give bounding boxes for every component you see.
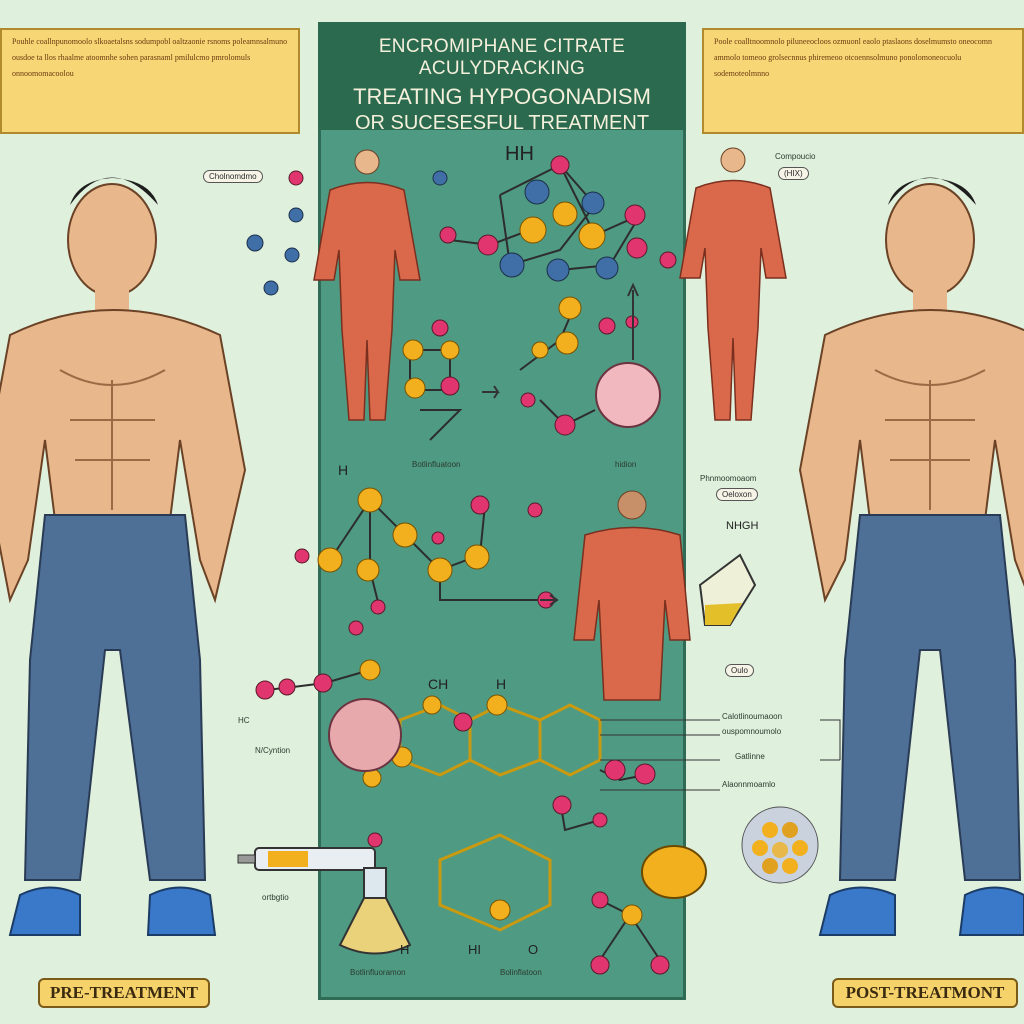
- top-right-label: Compoucio: [775, 152, 816, 161]
- mid-caption: hidion: [615, 460, 637, 469]
- h-left-label: H: [338, 462, 349, 478]
- left-hc-label: HC: [238, 716, 250, 725]
- beaker-icon: [698, 553, 757, 626]
- mid-left-caption: Botlinfluatoon: [412, 460, 461, 469]
- cell-cluster-icon: [328, 698, 402, 772]
- molecule-icon: [246, 155, 677, 975]
- muscle-back-figure-icon: [573, 490, 691, 701]
- title-banner: ENCROMIPHANE CITRATE ACULYDRACKING TREAT…: [318, 22, 686, 134]
- arrow-icon: [627, 282, 639, 360]
- muscle-figure-icon: [679, 147, 787, 421]
- banner-line-1: ENCROMIPHANE CITRATE ACULYDRACKING: [378, 36, 626, 79]
- post-treatment-figure: [798, 177, 1024, 936]
- right-label-d: Alaonnmoamlo: [722, 780, 776, 789]
- right-label-c: Gatlinne: [735, 752, 765, 761]
- banner-line-2: TREATING HYPOGONADISM: [353, 84, 651, 109]
- right-label-a: Calotlinoumaoon: [722, 712, 783, 721]
- right-pill-low: Oulo: [725, 664, 754, 677]
- right-label-b: ouspomnoumolo: [722, 727, 782, 736]
- pre-treatment-figure: [0, 177, 247, 936]
- syringe-icon: [237, 847, 376, 871]
- hh-top-label: HH: [505, 143, 534, 165]
- banner-line-3: OR SUCESESFUL TREATMENT: [354, 112, 650, 134]
- left-bottom-label: ortbgtio: [262, 893, 289, 902]
- arrow-icon: [482, 385, 500, 399]
- nhgh-label: NHGH: [726, 520, 759, 532]
- note-left: Pouhle coallnpunomoolo slkoaetalsns sodu…: [0, 28, 300, 134]
- cell-cluster-icon: [741, 806, 819, 884]
- muscle-figure-icon: [313, 149, 421, 421]
- pill-icon: [641, 845, 707, 899]
- flask-icon: [338, 867, 412, 955]
- ch-label-1: CH: [428, 676, 449, 692]
- left-nc-label: N/Cyntion: [255, 746, 291, 755]
- right-pharm-label: Phnmoomoaom: [700, 474, 757, 483]
- note-right: Poole coalltnoomnolo piluneeocloos ozmuo…: [702, 28, 1024, 134]
- hi-bottom-label: HI: [468, 942, 481, 957]
- cell-cluster-icon: [595, 362, 661, 428]
- right-pill-mid: Oeloxon: [716, 488, 758, 501]
- top-left-pill: Cholnomdmo: [203, 170, 263, 183]
- arrow-icon: [540, 594, 559, 606]
- ch-label-2: H: [496, 676, 507, 692]
- bottom-caption-2: Bolinflatoon: [500, 968, 542, 977]
- bottom-caption-1: Botlinfluoramon: [350, 968, 406, 977]
- h-bottom-label: H: [400, 942, 410, 957]
- top-right-box: (HIX): [778, 167, 809, 180]
- pre-treatment-label: PRE-TREATMENT: [38, 978, 210, 1008]
- post-treatment-label: POST-TREATMONT: [832, 978, 1018, 1008]
- o-bottom-label: O: [528, 942, 539, 957]
